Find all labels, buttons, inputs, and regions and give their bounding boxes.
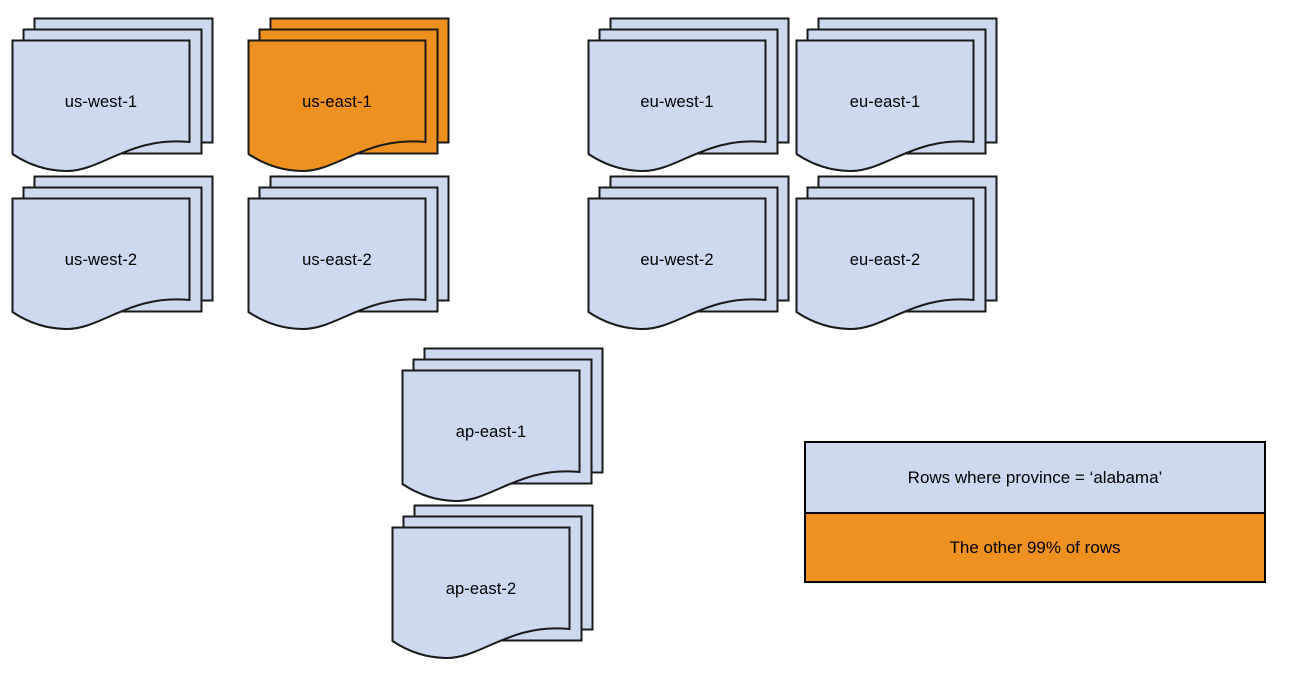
- document-stack-ap-east-1[interactable]: ap-east-1: [401, 347, 614, 513]
- document-stack-shape: [11, 175, 214, 331]
- document-stack-ap-east-2[interactable]: ap-east-2: [391, 504, 604, 670]
- stack-sheet-front: [247, 197, 427, 331]
- stack-sheet-front: [11, 39, 191, 173]
- legend-label: Rows where province = ‘alabama’: [907, 467, 1163, 487]
- document-stack-shape: [587, 175, 790, 331]
- document-stack-shape: [401, 347, 604, 503]
- stack-sheet-front: [587, 197, 767, 331]
- document-stack-us-east-1[interactable]: us-east-1: [247, 17, 460, 183]
- legend-row-blue: Rows where province = ‘alabama’: [806, 443, 1264, 512]
- stack-sheet-front: [391, 526, 571, 660]
- stack-sheet-front: [795, 39, 975, 173]
- stack-sheet-front: [795, 197, 975, 331]
- document-stack-shape: [11, 17, 214, 173]
- document-stack-us-west-2[interactable]: us-west-2: [11, 175, 224, 341]
- stack-sheet-front: [401, 369, 581, 503]
- document-stack-eu-west-2[interactable]: eu-west-2: [587, 175, 800, 341]
- stack-sheet-front: [11, 197, 191, 331]
- document-stack-eu-east-2[interactable]: eu-east-2: [795, 175, 1008, 341]
- document-stack-shape: [795, 17, 998, 173]
- document-stack-shape: [391, 504, 594, 660]
- document-stack-us-west-1[interactable]: us-west-1: [11, 17, 224, 183]
- legend-row-orange: The other 99% of rows: [806, 512, 1264, 581]
- document-stack-us-east-2[interactable]: us-east-2: [247, 175, 460, 341]
- legend: Rows where province = ‘alabama’ The other…: [804, 441, 1266, 583]
- document-stack-shape: [247, 175, 450, 331]
- document-stack-eu-east-1[interactable]: eu-east-1: [795, 17, 1008, 183]
- legend-label: The other 99% of rows: [949, 537, 1121, 557]
- stack-sheet-front: [587, 39, 767, 173]
- document-stack-shape: [795, 175, 998, 331]
- document-stack-shape: [587, 17, 790, 173]
- stack-sheet-front: [247, 39, 427, 173]
- document-stack-eu-west-1[interactable]: eu-west-1: [587, 17, 800, 183]
- document-stack-shape: [247, 17, 450, 173]
